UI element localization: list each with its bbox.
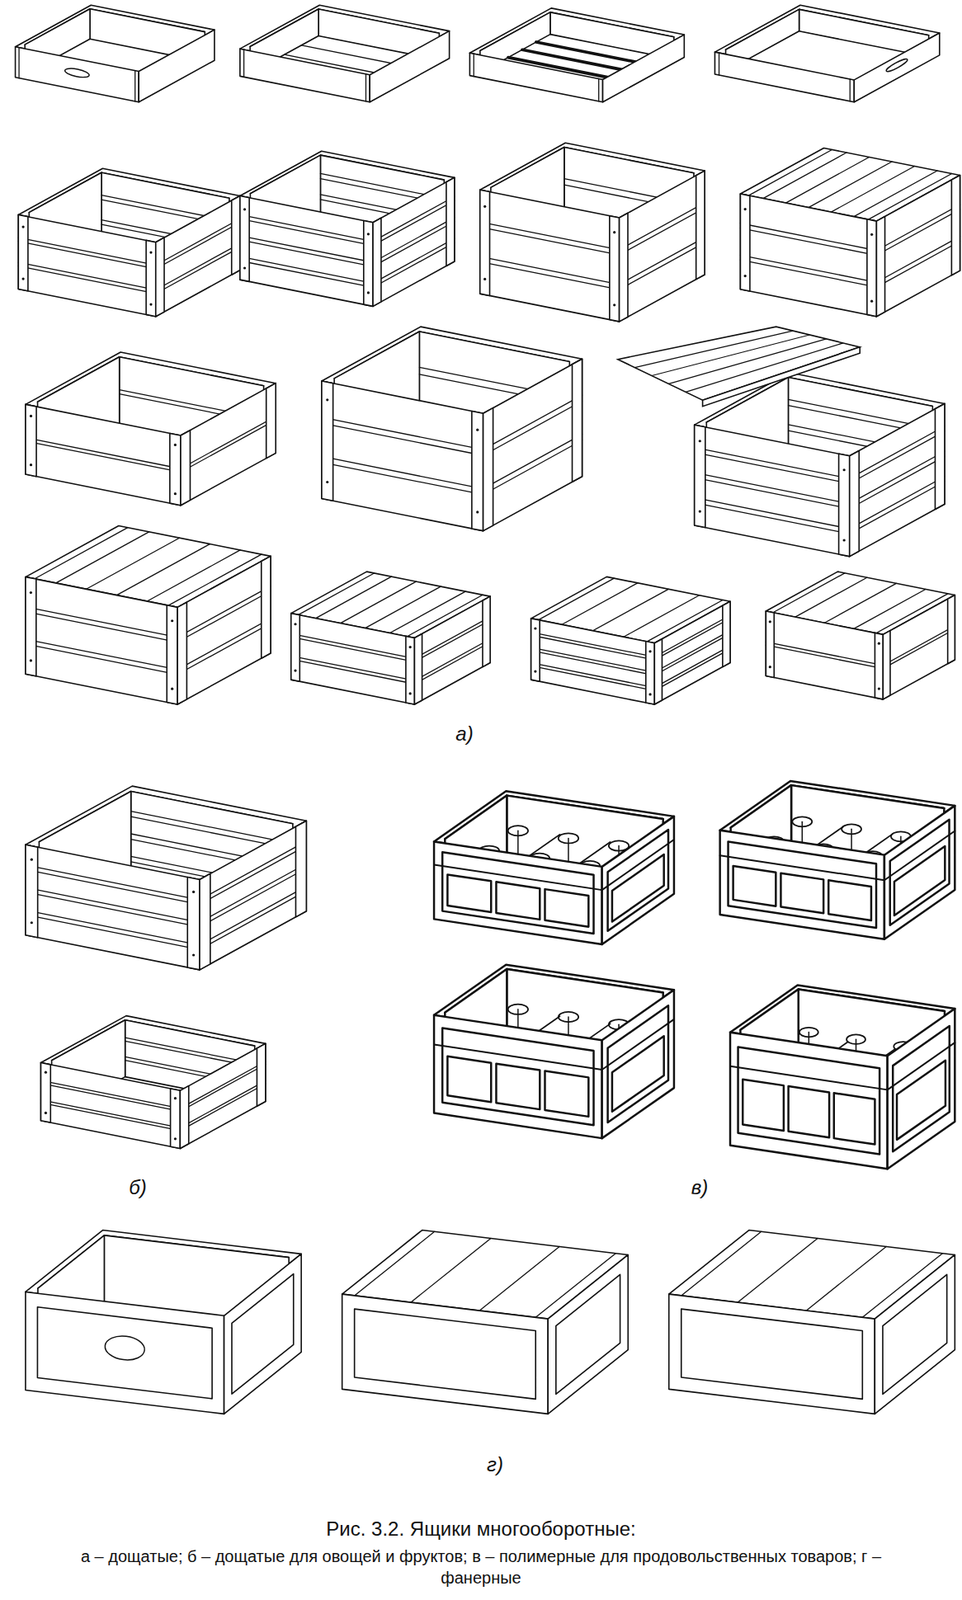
crate-figure — [469, 8, 684, 103]
crate-figure — [240, 4, 450, 103]
crate-figure — [240, 150, 455, 307]
crate-figure — [15, 4, 215, 103]
crate-figure — [291, 571, 491, 705]
crate-figure — [25, 786, 307, 971]
crate-figure — [433, 965, 675, 1139]
crate-figure — [41, 1016, 266, 1150]
crate-figure — [740, 147, 960, 316]
crate-figure — [25, 1230, 302, 1415]
panel-label: г) — [462, 1453, 529, 1477]
crate-figure — [720, 781, 956, 940]
crate-figure — [433, 791, 675, 945]
crate-figure — [531, 576, 731, 705]
panel-label: б) — [104, 1176, 171, 1200]
crate-figure — [694, 372, 945, 557]
crate-figure — [25, 525, 271, 705]
crate-figure — [25, 352, 276, 506]
crate-figure — [714, 4, 939, 103]
panel-label: а) — [431, 722, 498, 746]
crate-drawings — [15, 4, 961, 1415]
crate-figure — [730, 985, 955, 1170]
crate-figure — [342, 1230, 629, 1415]
crate-figure — [765, 571, 955, 700]
panel-label: в) — [666, 1176, 733, 1200]
crate-lid — [617, 326, 860, 407]
crate-figure — [669, 1230, 956, 1415]
crate-figure — [480, 142, 705, 322]
crate-figure — [321, 326, 583, 532]
crate-figure — [18, 168, 241, 316]
figure-title: Рис. 3.2. Ящики многооборотные: — [33, 1518, 929, 1542]
figure-caption: а – дощатые; б – дощатые для овощей и фр… — [76, 1546, 886, 1590]
